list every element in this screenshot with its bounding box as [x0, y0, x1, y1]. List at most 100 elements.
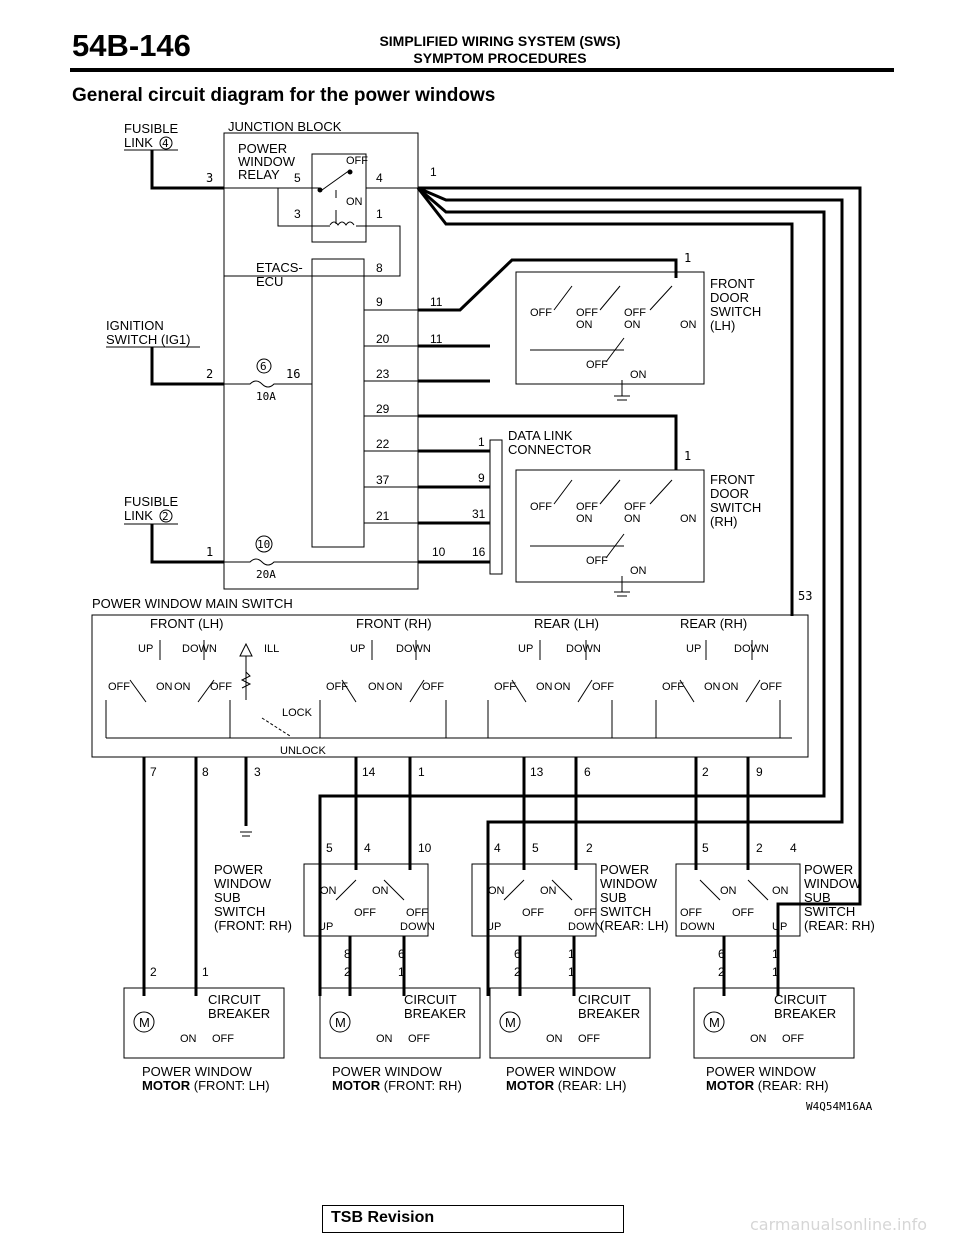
tsb-revision-box: TSB Revision: [322, 1205, 624, 1233]
pin-jb11a: 11: [430, 295, 443, 309]
ms-section-rearlh: REAR (LH): [534, 616, 599, 631]
relay-contact: [321, 169, 351, 224]
fdrh-label-3: SWITCH: [710, 500, 761, 515]
sub-frh-label-5: (FRONT: RH): [214, 918, 292, 933]
pin-ms53: 53: [798, 589, 812, 603]
svg-text:OFF: OFF: [408, 1033, 430, 1045]
pin-ecu9: 9: [376, 295, 383, 309]
svg-text:ON: ON: [772, 885, 789, 897]
svg-text:ON: ON: [540, 885, 557, 897]
svg-text:BREAKER: BREAKER: [774, 1006, 836, 1021]
pin-fl4: 3: [206, 171, 213, 185]
pin-fdrh1: 1: [684, 449, 691, 463]
ms-off-2: OFF: [210, 681, 232, 693]
relay-on: ON: [346, 196, 363, 208]
sub-frh-label-2: WINDOW: [214, 876, 272, 891]
wire-door-lh: [418, 258, 678, 312]
wire-fl4: [150, 150, 224, 190]
fl4-label-1: FUSIBLE: [124, 121, 179, 136]
ms-on-8: ON: [722, 681, 739, 693]
svg-text:UP: UP: [486, 921, 501, 933]
fl2-label-2: LINK: [124, 508, 153, 523]
svg-text:DOWN: DOWN: [400, 921, 435, 933]
ms-off-4: OFF: [422, 681, 444, 693]
svg-text:BREAKER: BREAKER: [404, 1006, 466, 1021]
fdlh-off-3: OFF: [624, 307, 646, 319]
wire-ecu-stubs: [418, 344, 490, 383]
ecu-label-1: ETACS-: [256, 260, 303, 275]
main-switch-box: [91, 614, 809, 758]
svg-text:4: 4: [790, 841, 797, 855]
fuse6-rating: 10A: [256, 390, 276, 403]
sub-frh-label-3: SUB: [214, 890, 241, 905]
ms-off-7: OFF: [662, 681, 684, 693]
fdrh-off-2: OFF: [576, 501, 598, 513]
svg-text:8: 8: [344, 947, 351, 961]
svg-text:13: 13: [530, 765, 544, 779]
wire-feed-front-rh: [318, 186, 826, 996]
wire-feed-rear-lh: [417, 186, 844, 996]
fdrh-on-4: ON: [630, 565, 647, 577]
sub-rlh-label-2: WINDOW: [600, 876, 658, 891]
svg-text:3: 3: [254, 765, 261, 779]
svg-text:POWER WINDOW: POWER WINDOW: [506, 1064, 616, 1079]
fdlh-ground: [614, 380, 630, 401]
pin-ecu8: 8: [376, 261, 383, 275]
ms-bottom-pins: 7 8 3 14 1 13 6 2 9: [150, 765, 763, 779]
fuse6-circle: [256, 358, 272, 374]
fdrh-on-3: ON: [680, 513, 697, 525]
svg-text:M: M: [709, 1015, 720, 1030]
svg-text:OFF: OFF: [212, 1033, 234, 1045]
svg-text:UP: UP: [318, 921, 333, 933]
sub-switch-contacts: [335, 879, 769, 901]
fdrh-ground: [614, 576, 630, 597]
sub-switch-rearrh-box: [675, 863, 801, 937]
ms-off-1: OFF: [108, 681, 130, 693]
svg-text:2: 2: [586, 841, 593, 855]
svg-text:1: 1: [568, 947, 575, 961]
fl2-num: 2: [162, 510, 169, 523]
sub-rlh-label-3: SUB: [600, 890, 627, 905]
pin-jb10: 10: [432, 545, 446, 559]
svg-text:ON: ON: [720, 885, 737, 897]
sub-rrh-label-1: POWER: [804, 862, 853, 877]
fdlh-contacts: [530, 285, 673, 363]
ms-up-2: UP: [350, 643, 365, 655]
sub-switch-pins: 5 4 10 4 5 2 5 2 4 8 6 6 1 6 1: [326, 841, 797, 961]
svg-text:OFF: OFF: [680, 907, 702, 919]
svg-text:ON: ON: [750, 1033, 767, 1045]
fuse-10: [224, 558, 418, 566]
fdrh-label-1: FRONT: [710, 472, 755, 487]
fl2-label-1: FUSIBLE: [124, 494, 179, 509]
fdlh-label-3: SWITCH: [710, 304, 761, 319]
pin-fdlh1: 1: [684, 251, 691, 265]
svg-text:ON: ON: [488, 885, 505, 897]
svg-text:4: 4: [494, 841, 501, 855]
motor-m-labels: M M M M: [139, 1015, 720, 1030]
fdrh-off-3: OFF: [624, 501, 646, 513]
fuse10-num: 10: [257, 538, 270, 551]
ms-actuators: [159, 640, 753, 660]
pin-ecu23: 23: [376, 367, 390, 381]
dlc-label-1: DATA LINK: [508, 428, 573, 443]
svg-text:1: 1: [772, 947, 779, 961]
pin-relay5: 5: [294, 171, 301, 185]
svg-text:OFF: OFF: [732, 907, 754, 919]
title-line-1: SIMPLIFIED WIRING SYSTEM (SWS): [379, 33, 621, 49]
pin-relay3: 3: [294, 207, 301, 221]
svg-text:7: 7: [150, 765, 157, 779]
svg-text:ON: ON: [376, 1033, 393, 1045]
ms-unlock: UNLOCK: [280, 745, 327, 757]
svg-text:MOTOR (FRONT: LH): MOTOR (FRONT: LH): [142, 1078, 270, 1093]
pin-dl1: 1: [478, 435, 485, 449]
svg-text:M: M: [505, 1015, 516, 1030]
svg-text:5: 5: [326, 841, 333, 855]
section-title: General circuit diagram for the power wi…: [72, 85, 496, 106]
svg-text:BREAKER: BREAKER: [208, 1006, 270, 1021]
ms-bottom-wires: [142, 757, 750, 996]
wire-dlc: [418, 449, 490, 564]
ecu-pin-wires: [364, 309, 418, 524]
ms-section-frontlh: FRONT (LH): [150, 616, 223, 631]
